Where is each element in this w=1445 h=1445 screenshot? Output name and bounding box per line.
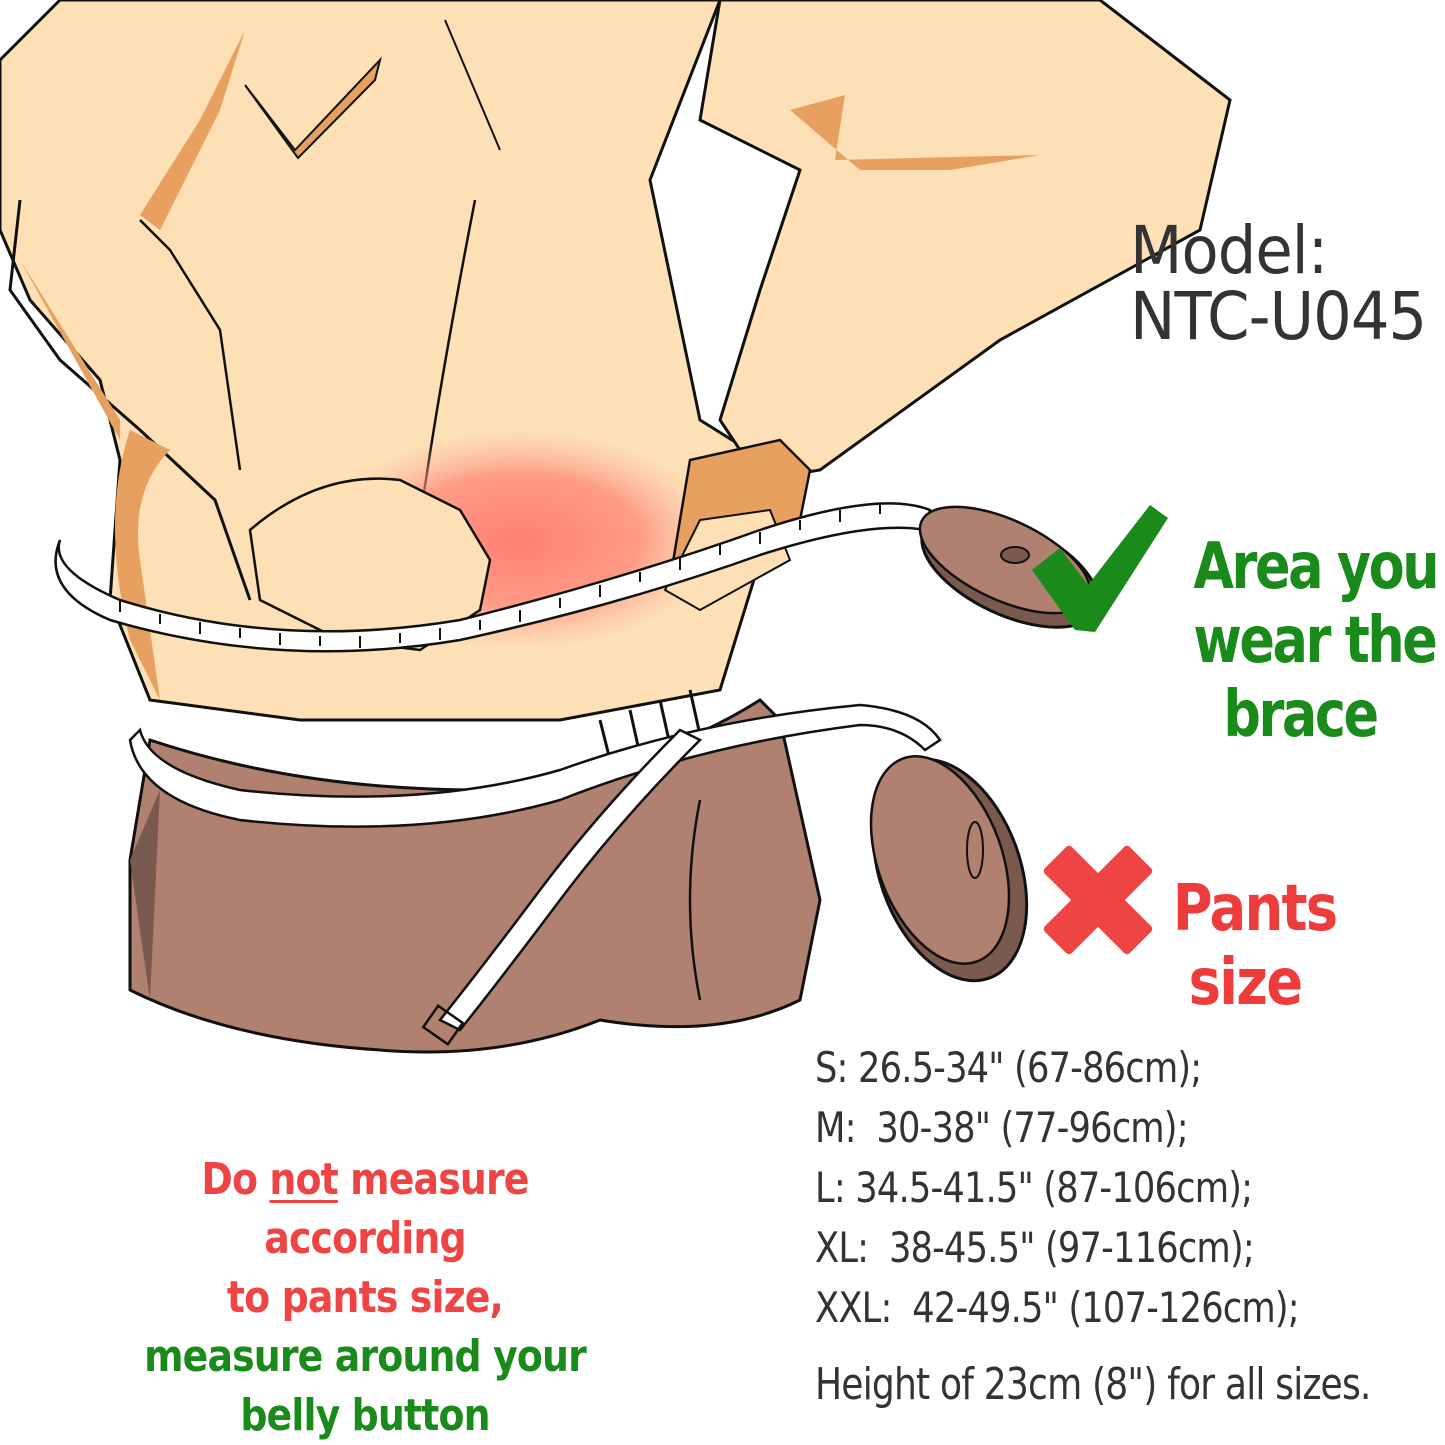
warning-line-1-rest: measure according: [264, 1154, 529, 1264]
warning-prefix: Do: [201, 1154, 270, 1205]
tape-reel-lower: [869, 755, 1029, 983]
correct-area-line-2: wear the: [1193, 604, 1437, 678]
instruction-line-2: belly button: [240, 1390, 490, 1441]
size-label: S:: [815, 1043, 848, 1092]
warning-emphasis: not: [269, 1154, 338, 1205]
warning-line-2: to pants size,: [226, 1272, 504, 1323]
size-range: 30-38" (77-96cm);: [866, 1103, 1188, 1152]
size-row-xxl: XXL: 42-49.5" (107-126cm);: [815, 1278, 1300, 1338]
size-label: XL:: [815, 1223, 869, 1272]
size-range: 26.5-34" (67-86cm);: [857, 1043, 1202, 1092]
pants-size-line-1: Pants: [1172, 872, 1338, 946]
correct-area-line-1: Area you: [1193, 530, 1439, 604]
pants-size-line-2: size: [1188, 946, 1303, 1020]
size-chart: S: 26.5-34" (67-86cm); M: 30-38" (77-96c…: [815, 1038, 1300, 1338]
instruction-line-1: measure around your: [144, 1331, 587, 1382]
size-range: 42-49.5" (107-126cm);: [901, 1283, 1299, 1332]
size-row-xl: XL: 38-45.5" (97-116cm);: [815, 1218, 1299, 1278]
size-row-m: M: 30-38" (77-96cm);: [815, 1098, 1299, 1158]
size-row-l: L: 34.5-41.5" (87-106cm);: [815, 1158, 1299, 1218]
pants-size-caption: Pants size: [1172, 872, 1338, 1020]
correct-area-line-3: brace: [1223, 678, 1379, 752]
model-label-title: Model:: [1130, 212, 1328, 289]
correct-area-caption: Area you wear the brace: [1193, 530, 1439, 752]
size-label: L:: [815, 1163, 846, 1212]
size-row-s: S: 26.5-34" (67-86cm);: [815, 1038, 1299, 1098]
measurement-warning: Do not measure according to pants size, …: [103, 1150, 628, 1445]
size-label: XXL:: [815, 1283, 892, 1332]
cross-icon: [1043, 845, 1153, 955]
size-range: 38-45.5" (97-116cm);: [878, 1223, 1255, 1272]
model-number: NTC-U045: [1130, 278, 1427, 355]
checkmark-icon: [1032, 505, 1168, 632]
model-label: Model: NTC-U045: [1130, 212, 1427, 355]
size-label: M:: [815, 1103, 856, 1152]
measuring-tape-lower: [128, 703, 942, 1046]
size-range: 34.5-41.5" (87-106cm);: [855, 1163, 1253, 1212]
warning-line-1: Do not measure according: [103, 1150, 628, 1268]
height-note: Height of 23cm (8") for all sizes.: [815, 1359, 1371, 1410]
